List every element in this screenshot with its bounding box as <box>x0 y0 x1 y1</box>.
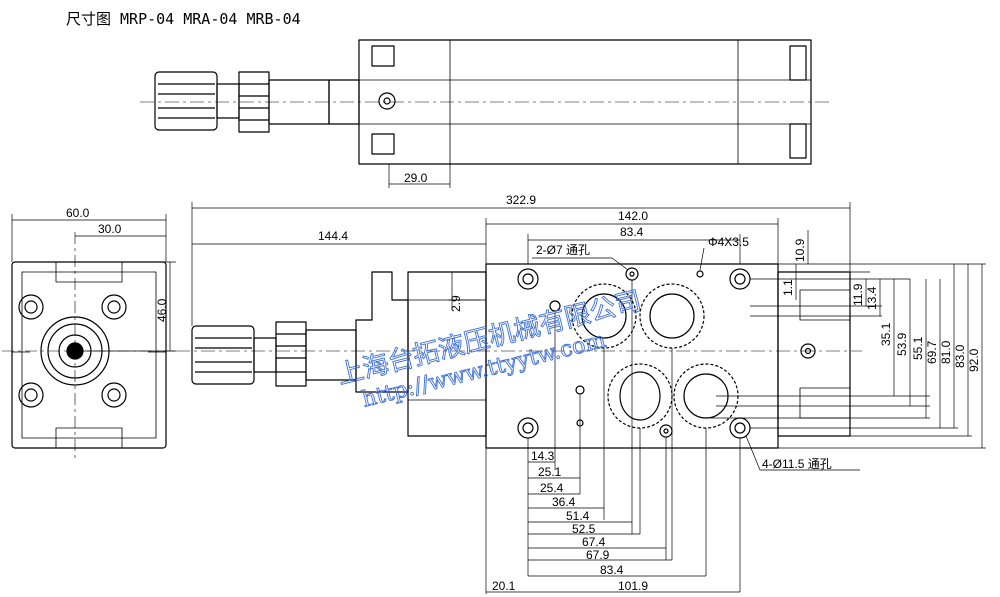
front-nut <box>275 321 307 387</box>
dim-bottom: 101.9 <box>618 579 648 593</box>
hole-4x35-label: Φ4X3.5 <box>708 235 749 249</box>
mount-hole <box>729 417 751 439</box>
drawing-title: 尺寸图 MRP-04 MRA-04 MRB-04 <box>66 10 301 28</box>
dim-bottom: 67.9 <box>586 548 610 562</box>
dim-right: 69.7 <box>925 340 939 364</box>
dim-20: 20.1 <box>492 579 516 593</box>
dim-bottom: 52.5 <box>572 522 596 536</box>
dim-right: 81.0 <box>939 340 953 364</box>
dim-142: 142.0 <box>618 209 648 223</box>
dim-144: 144.4 <box>318 229 348 243</box>
dim-right: 1.1 <box>781 279 795 296</box>
watermark: 上海台拓液压机械有限公司 http://www.ttyytw.com <box>334 286 645 413</box>
dim-right: 13.4 <box>865 286 879 310</box>
mount-hole <box>517 268 539 290</box>
dim-30: 30.0 <box>98 222 122 236</box>
dim-bottom: 14.3 <box>531 449 555 463</box>
end-body <box>11 261 167 449</box>
dim-right: 53.9 <box>895 332 909 356</box>
dim-2-9: 2.9 <box>449 295 463 312</box>
hole-2x7-label: 2-Ø7 通孔 <box>536 243 590 257</box>
end-bolt <box>101 382 127 408</box>
dim-right: 35.1 <box>879 322 893 346</box>
end-bolt <box>18 382 44 408</box>
dim-bottom: 25.1 <box>538 465 562 479</box>
dim-46: 46.0 <box>155 298 169 322</box>
mount-hole <box>729 268 751 290</box>
dim-bottom: 67.4 <box>582 535 606 549</box>
top-port-hole <box>378 92 396 110</box>
dim-right: 83.0 <box>953 344 967 368</box>
front-view <box>176 202 986 594</box>
port-t <box>607 363 673 429</box>
dim-83-top: 83.4 <box>620 225 644 239</box>
dim-bottom: 51.4 <box>566 509 590 523</box>
mount-hole <box>517 417 539 439</box>
dim-29: 29.0 <box>404 171 428 185</box>
end-bolt <box>18 294 44 320</box>
top-knob <box>154 71 218 131</box>
front-knob <box>191 325 255 385</box>
end-bolt <box>101 294 127 320</box>
dim-bottom: 36.4 <box>552 495 576 509</box>
dim-bottom: 83.4 <box>600 563 624 577</box>
dim-right: 92.0 <box>967 348 981 372</box>
end-view <box>2 214 176 460</box>
top-view <box>140 39 830 188</box>
hole-4x115-label: 4-Ø11.5 通孔 <box>762 457 832 471</box>
dim-right: 10.9 <box>793 238 807 262</box>
dim-right: 55.1 <box>911 336 925 360</box>
dim-overall: 322.9 <box>506 193 536 207</box>
dim-right: 11.9 <box>851 283 865 306</box>
dim-60: 60.0 <box>66 206 90 220</box>
dim-bottom: 25.4 <box>540 481 564 495</box>
